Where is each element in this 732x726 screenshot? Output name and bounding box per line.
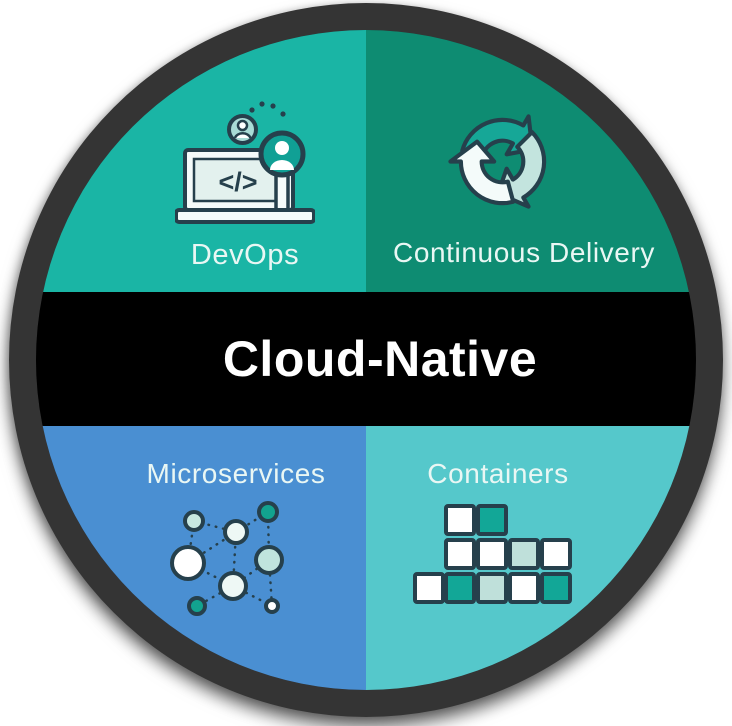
- quadrant-label-devops: DevOps: [190, 239, 300, 271]
- laptop-base: [175, 208, 315, 224]
- quadrant-label-continuous-delivery: Continuous Delivery: [393, 237, 655, 268]
- network-nodes-icon: [170, 501, 284, 616]
- cycle-arrows-icon: [440, 99, 565, 224]
- devops-laptop-code-icon: </>: [175, 101, 315, 224]
- stacked-blocks-icon: [413, 504, 572, 604]
- title-band: Cloud-Native: [36, 292, 696, 426]
- quadrant-label-microservices: Microservices: [146, 458, 326, 489]
- nodes: [170, 501, 284, 616]
- large-user-badge-icon: [258, 130, 306, 178]
- diagram-ring: </>: [9, 3, 723, 717]
- dots-arc: [249, 101, 286, 117]
- quadrant-label-containers: Containers: [427, 458, 569, 489]
- blocks: [413, 504, 572, 604]
- small-user-badge-icon: [227, 114, 258, 145]
- diagram-inner-circle: </>: [36, 30, 696, 690]
- diagram-title: Cloud-Native: [222, 331, 538, 387]
- code-glyph: </>: [218, 167, 257, 197]
